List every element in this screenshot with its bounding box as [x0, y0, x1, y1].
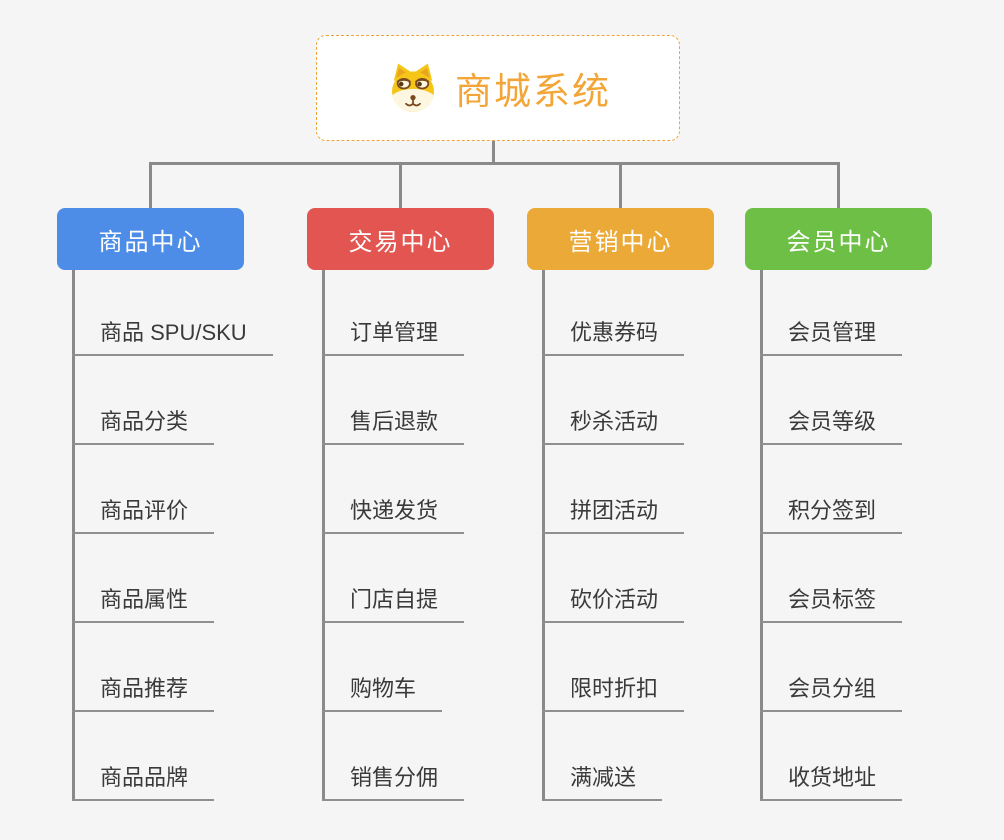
branch-trunk-marketing — [542, 270, 545, 801]
leaf-topic[interactable]: 购物车 — [322, 674, 443, 712]
leaf-topic[interactable]: 优惠券码 — [542, 318, 685, 356]
connector-drop-trade — [399, 163, 402, 209]
connector-root-drop — [492, 141, 495, 164]
leaf-topic[interactable]: 商品评价 — [72, 496, 215, 534]
leaf-topic[interactable]: 商品推荐 — [72, 674, 215, 712]
branch-trade: 交易中心 订单管理 售后退款 快递发货 门店自提 购物车 销售分佣 — [307, 208, 567, 818]
leaf-topic[interactable]: 限时折扣 — [542, 674, 685, 712]
leaf-topic[interactable]: 拼团活动 — [542, 496, 685, 534]
connector-drop-members — [837, 163, 840, 209]
leaf-topic[interactable]: 快递发货 — [322, 496, 465, 534]
leaf-topic[interactable]: 秒杀活动 — [542, 407, 685, 445]
connector-rail — [149, 162, 840, 165]
root-title: 商城系统 — [455, 71, 611, 112]
branch-members: 会员中心 会员管理 会员等级 积分签到 会员标签 会员分组 收货地址 — [745, 208, 1004, 818]
leaf-topic[interactable]: 收货地址 — [760, 763, 903, 801]
leaf-topic[interactable]: 商品 SPU/SKU — [72, 318, 273, 356]
shiba-dog-icon — [392, 63, 434, 112]
branch-node-trade[interactable]: 交易中心 — [307, 208, 494, 270]
leaf-topic[interactable]: 售后退款 — [322, 407, 465, 445]
branch-node-marketing[interactable]: 营销中心 — [527, 208, 714, 270]
leaf-topic[interactable]: 会员标签 — [760, 585, 903, 623]
leaf-topic[interactable]: 砍价活动 — [542, 585, 685, 623]
branch-node-members[interactable]: 会员中心 — [745, 208, 932, 270]
leaf-topic[interactable]: 商品品牌 — [72, 763, 215, 801]
branch-trunk-members — [760, 270, 763, 801]
leaf-topic[interactable]: 满减送 — [542, 763, 663, 801]
leaf-topic[interactable]: 销售分佣 — [322, 763, 465, 801]
leaf-topic[interactable]: 会员管理 — [760, 318, 903, 356]
leaf-topic[interactable]: 订单管理 — [322, 318, 465, 356]
leaf-topic[interactable]: 商品分类 — [72, 407, 215, 445]
connector-drop-marketing — [619, 163, 622, 209]
leaf-topic[interactable]: 积分签到 — [760, 496, 903, 534]
connector-drop-products — [149, 163, 152, 209]
leaf-topic[interactable]: 门店自提 — [322, 585, 465, 623]
branch-products: 商品中心 商品 SPU/SKU 商品分类 商品评价 商品属性 商品推荐 商品品牌 — [57, 208, 317, 818]
root-node-mall-system[interactable]: 商城系统 — [316, 35, 680, 141]
branch-marketing: 营销中心 优惠券码 秒杀活动 拼团活动 砍价活动 限时折扣 满减送 — [527, 208, 787, 818]
leaf-topic[interactable]: 商品属性 — [72, 585, 215, 623]
branch-node-products[interactable]: 商品中心 — [57, 208, 244, 270]
branch-trunk-products — [72, 270, 75, 801]
branch-trunk-trade — [322, 270, 325, 801]
leaf-topic[interactable]: 会员等级 — [760, 407, 903, 445]
leaf-topic[interactable]: 会员分组 — [760, 674, 903, 712]
